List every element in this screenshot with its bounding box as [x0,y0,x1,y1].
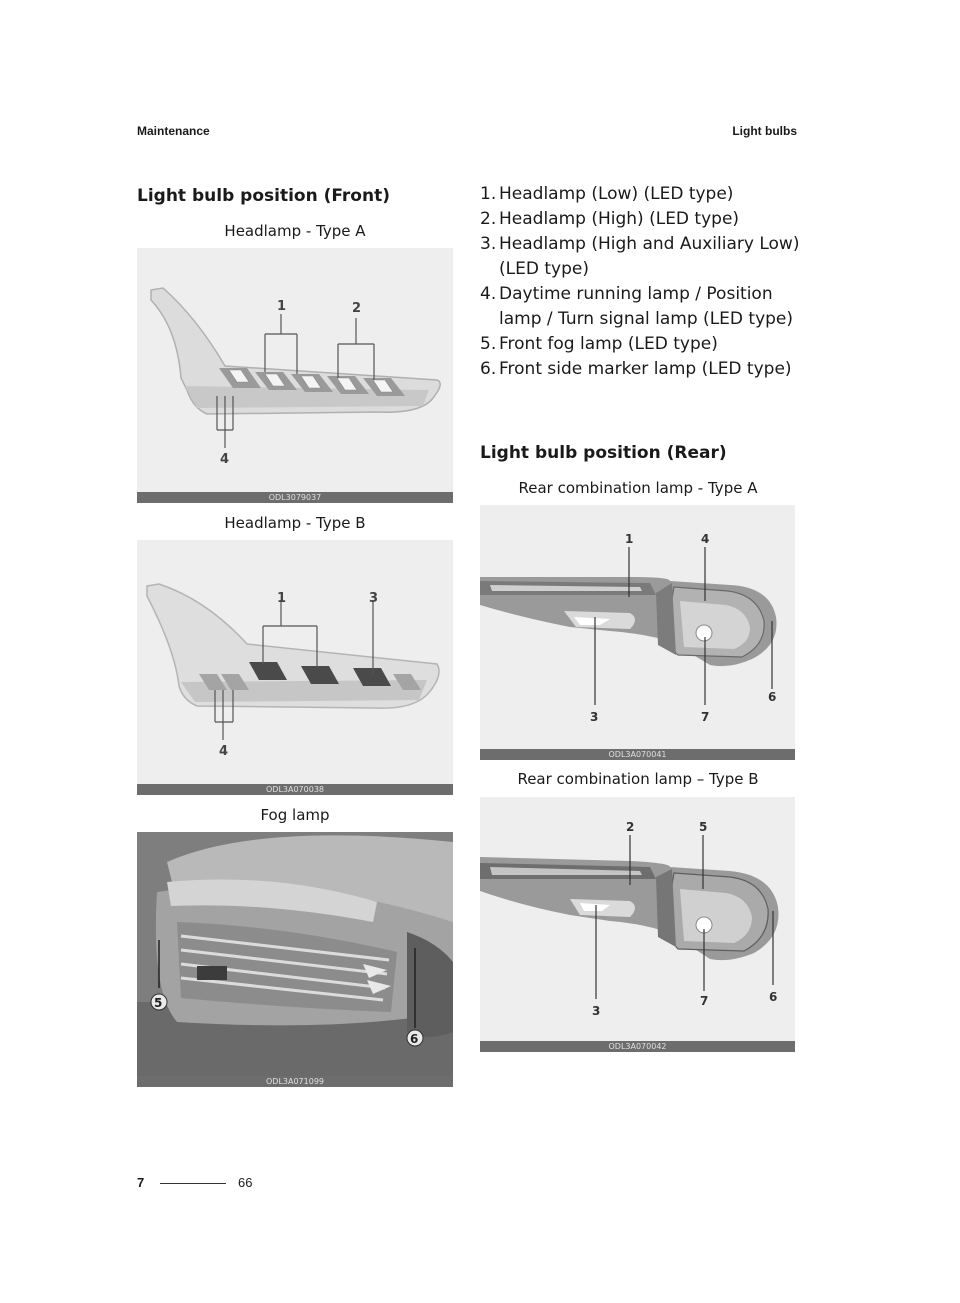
header-topic: Light bulbs [732,124,797,138]
callout-label: 4 [219,744,228,759]
callout-label: 7 [701,710,709,724]
figure-code: ODL3079037 [137,492,453,503]
rear-lamp-type-b-illustration: 2 5 3 7 6 [480,820,779,1018]
callout-label: 3 [590,710,598,724]
callout-label: 6 [410,1032,418,1046]
rear-lamp-type-b-figure: 2 5 3 7 6 ODL3A070042 [480,797,795,1052]
list-text: Headlamp (High) (LED type) [499,209,740,229]
list-text: Headlamp (Low) (LED type) [499,184,734,204]
figure-caption: Rear combination lamp - Type A [518,479,758,497]
fog-lamp-figure: 5 6 ODL3A071099 [137,832,453,1087]
figure-code: ODL3A070041 [480,749,795,760]
list-text: Front fog lamp (LED type) [499,334,718,354]
list-item: 5.Front fog lamp (LED type) [480,332,810,357]
callout-label: 1 [277,299,286,314]
headlamp-type-a-illustration: 1 2 4 [150,287,441,467]
list-number: 5. [480,334,497,354]
callout-label: 1 [625,532,633,546]
headlamp-type-b-illustration: 1 3 4 [146,583,440,759]
rear-section-title: Light bulb position (Rear) [480,443,727,463]
figure-code: ODL3A071099 [137,1076,453,1087]
list-item: 3.Headlamp (High and Auxiliary Low) (LED… [480,232,810,282]
list-text: Headlamp (High and Auxiliary Low) (LED t… [499,234,800,279]
chapter-number: 7 [137,1175,145,1190]
list-number: 6. [480,359,497,379]
list-number: 3. [480,234,497,254]
footer-divider [160,1183,226,1184]
figure-code: ODL3A070038 [137,784,453,795]
headlamp-type-b-figure: 1 3 4 ODL3A070038 [137,540,453,795]
callout-label: 5 [699,820,707,834]
bulb-position-list: 1.Headlamp (Low) (LED type) 2.Headlamp (… [480,182,810,382]
list-item: 2.Headlamp (High) (LED type) [480,207,810,232]
list-text: Front side marker lamp (LED type) [499,359,792,379]
callout-label: 2 [352,301,361,316]
rear-lamp-type-a-illustration: 1 4 3 7 6 [480,532,777,724]
callout-label: 1 [277,591,286,606]
figure-code: ODL3A070042 [480,1041,795,1052]
callout-label: 6 [769,990,777,1004]
page-number: 66 [238,1175,253,1190]
callout-label: 7 [700,994,708,1008]
list-item: 4.Daytime running lamp / Position lamp /… [480,282,810,332]
callout-label: 4 [701,532,709,546]
callout-label: 5 [154,996,162,1010]
callout-label: 6 [768,690,776,704]
list-item: 1.Headlamp (Low) (LED type) [480,182,810,207]
list-item: 6.Front side marker lamp (LED type) [480,357,810,382]
list-number: 2. [480,209,497,229]
figure-caption: Rear combination lamp – Type B [517,770,759,788]
list-number: 1. [480,184,497,204]
rear-lamp-type-a-figure: 1 4 3 7 6 ODL3A070041 [480,505,795,760]
figure-caption: Headlamp - Type B [224,514,366,532]
callout-label: 4 [220,452,229,467]
callout-label: 3 [369,591,378,606]
figure-caption: Fog lamp [260,806,330,824]
header-section: Maintenance [137,124,210,138]
callout-label: 2 [626,820,634,834]
fog-lamp-illustration: 5 6 [137,832,453,1076]
callout-label: 3 [592,1004,600,1018]
headlamp-type-a-figure: 1 2 4 ODL3079037 [137,248,453,503]
list-number: 4. [480,284,497,304]
front-section-title: Light bulb position (Front) [137,186,390,206]
list-text: Daytime running lamp / Position lamp / T… [499,284,794,329]
figure-caption: Headlamp - Type A [224,222,366,240]
